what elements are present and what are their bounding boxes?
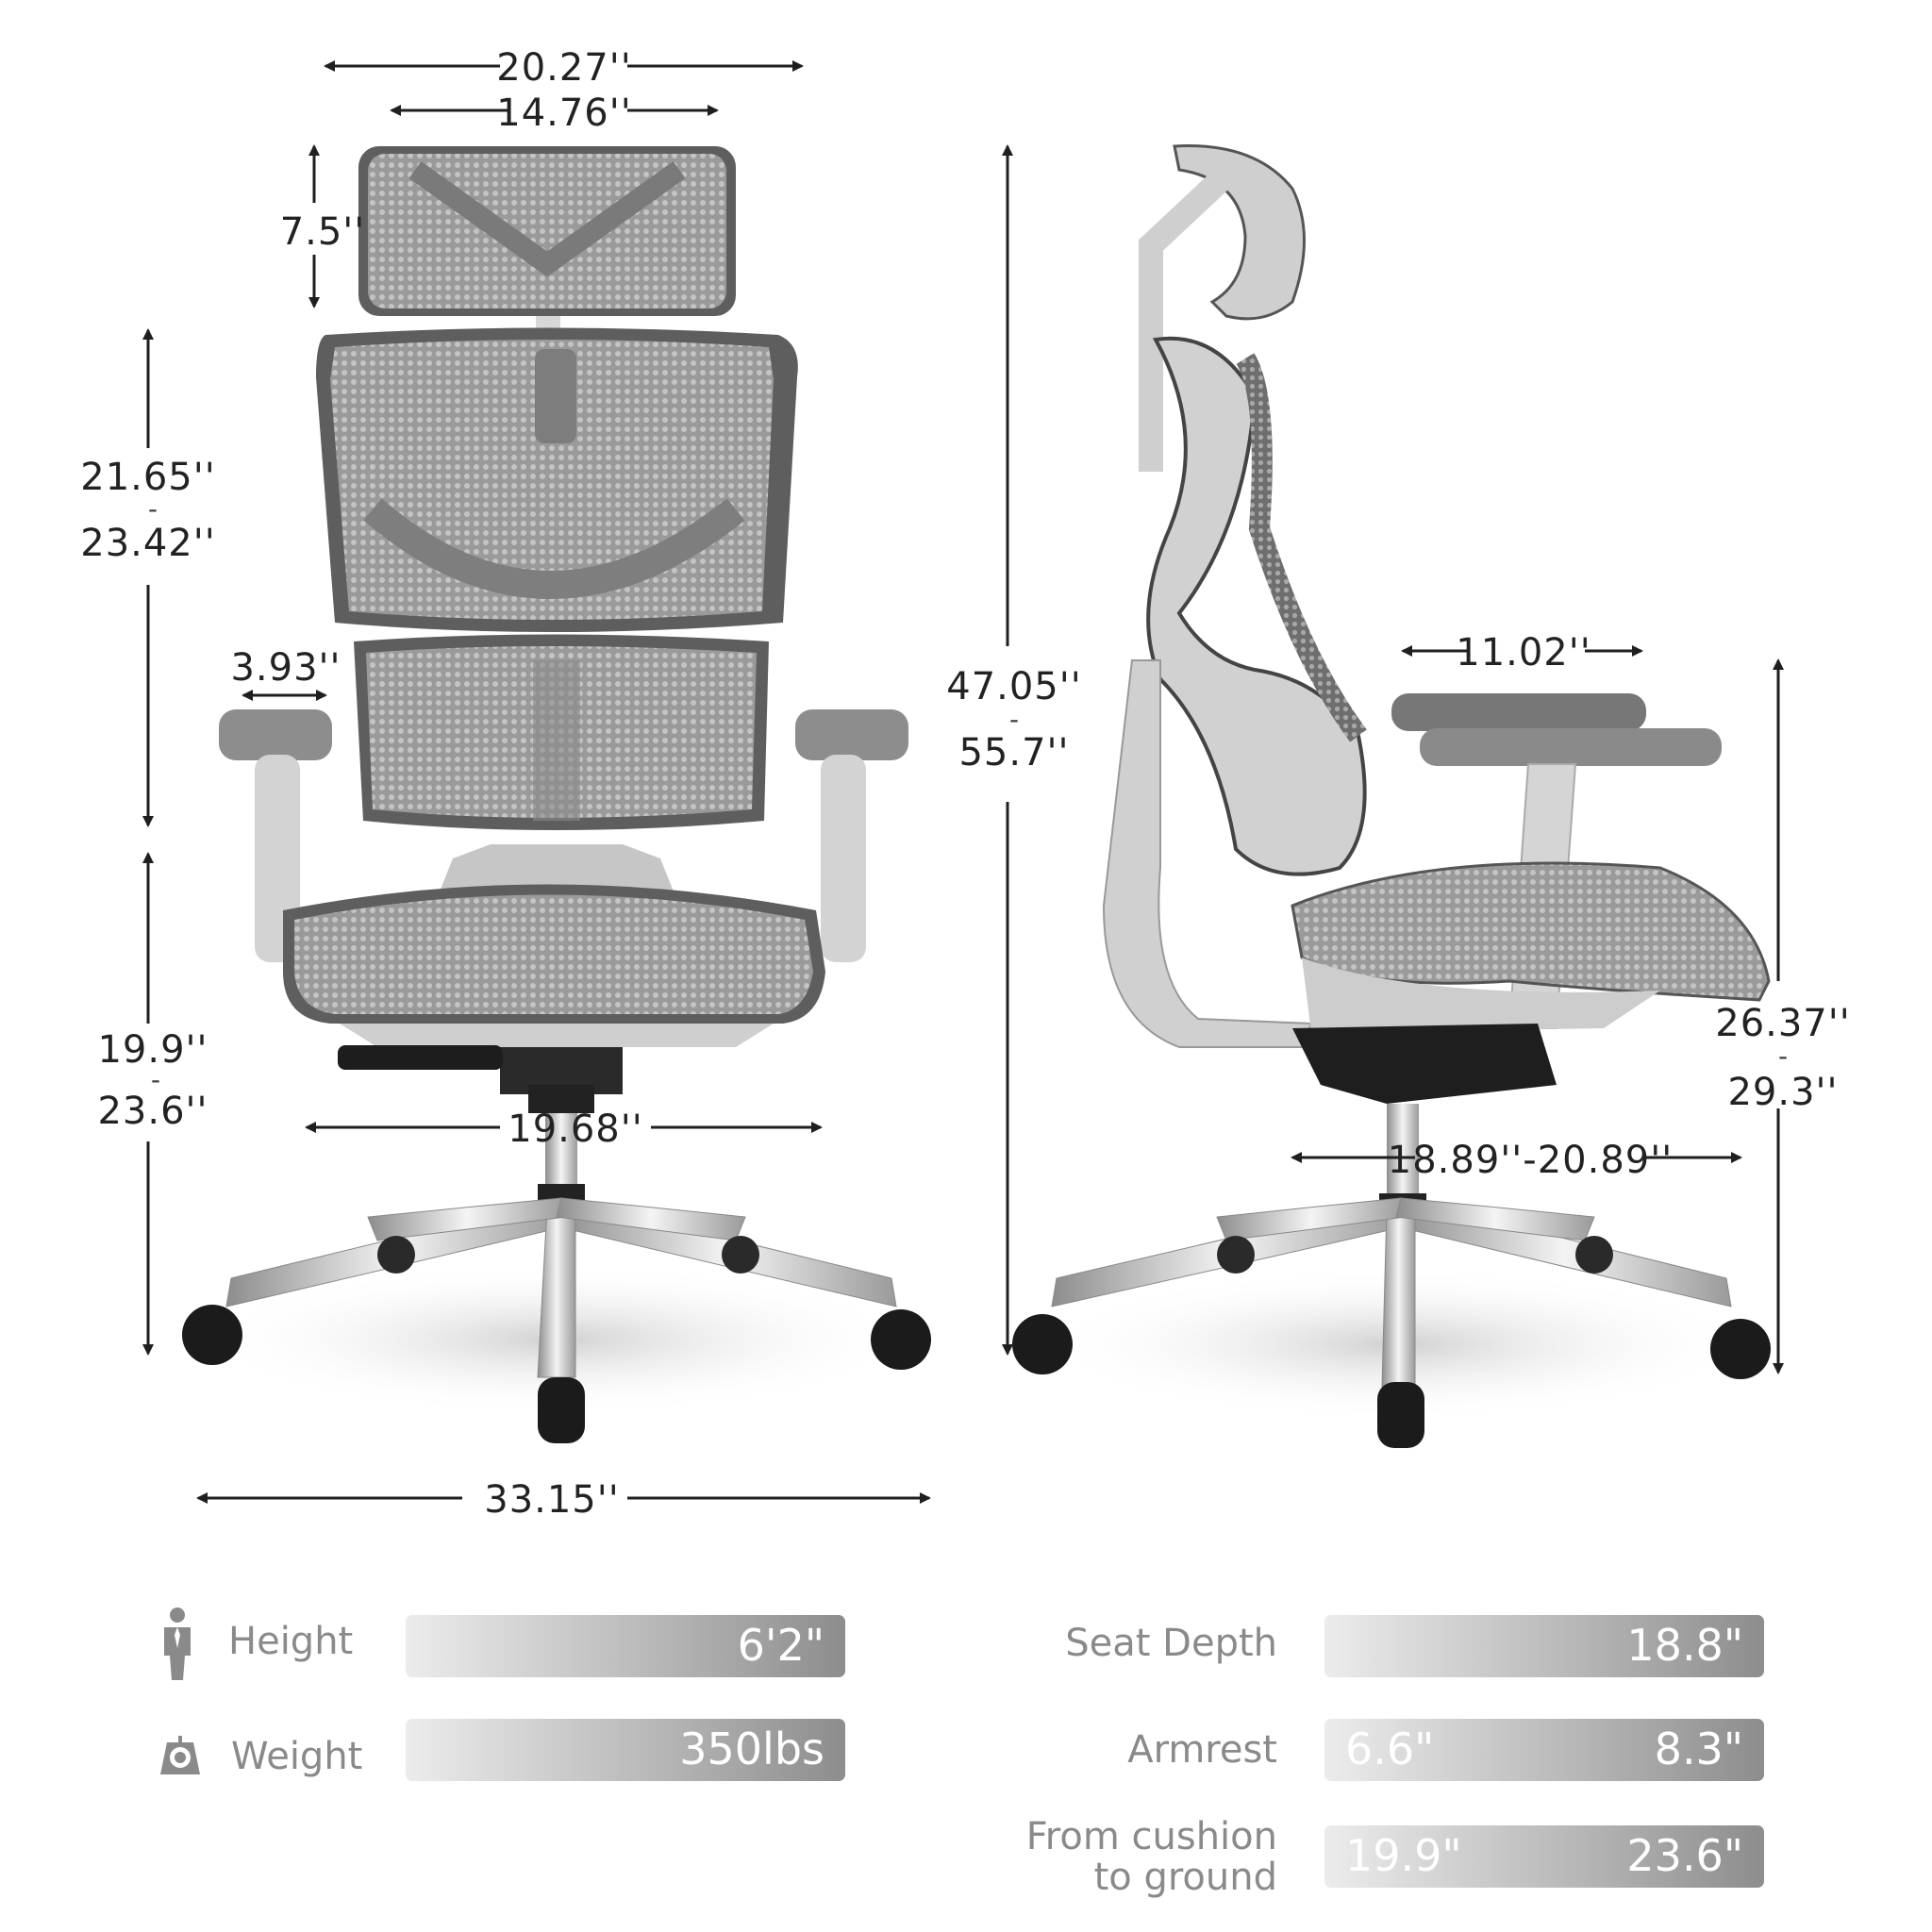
height-spec-value: 6'2" bbox=[737, 1620, 824, 1671]
cushion-spec-label-line2: to ground bbox=[1093, 1856, 1277, 1899]
seat-depth-spec-bar: 18.8" bbox=[1324, 1615, 1764, 1677]
seat-depth-spec-label: Seat Depth bbox=[1065, 1622, 1277, 1665]
weight-spec-label: Weight bbox=[231, 1735, 363, 1778]
headrest-height-label: 7.5'' bbox=[279, 210, 366, 254]
armrest-spec-max: 8.3" bbox=[1654, 1724, 1743, 1774]
height-spec-bar: 6'2" bbox=[406, 1615, 845, 1677]
armrest-spec-label: Armrest bbox=[1127, 1728, 1277, 1772]
weight-spec-value: 350lbs bbox=[679, 1724, 824, 1774]
front-chair-illustration bbox=[182, 146, 931, 1443]
back-height-min-label: 21.65'' bbox=[80, 456, 216, 499]
weight-icon bbox=[160, 1736, 200, 1774]
arm-height-min-label: 26.37'' bbox=[1715, 1002, 1851, 1045]
total-height-min-label: 47.05'' bbox=[946, 665, 1082, 708]
height-spec-label: Height bbox=[228, 1620, 354, 1663]
armrest-width-label: 3.93'' bbox=[230, 646, 341, 690]
arm-height-max-label: 29.3'' bbox=[1727, 1071, 1839, 1114]
total-height-max-label: 55.7'' bbox=[958, 731, 1070, 774]
person-icon bbox=[164, 1607, 191, 1680]
seat-height-max-label: 23.6'' bbox=[97, 1090, 208, 1133]
back-height-separator: - bbox=[148, 493, 158, 525]
total-height-separator: - bbox=[1009, 704, 1019, 735]
side-chair-illustration bbox=[1012, 144, 1771, 1448]
cushion-spec-max: 23.6" bbox=[1626, 1830, 1743, 1881]
armrest-length-label: 11.02'' bbox=[1456, 631, 1591, 675]
cushion-spec-label-line1: From cushion bbox=[1025, 1815, 1277, 1858]
arm-height-separator: - bbox=[1778, 1041, 1788, 1072]
back-height-max-label: 23.42'' bbox=[80, 522, 216, 565]
cushion-spec-min: 19.9" bbox=[1345, 1830, 1462, 1881]
seat-width-label: 19.68'' bbox=[508, 1108, 643, 1151]
front-width-headrest-label: 14.76'' bbox=[496, 92, 632, 135]
depth-range-label: 18.89''-20.89'' bbox=[1387, 1139, 1674, 1182]
cushion-spec-bar: 19.9" 23.6" bbox=[1324, 1825, 1764, 1888]
seat-depth-spec-value: 18.8" bbox=[1626, 1620, 1743, 1671]
seat-height-separator: - bbox=[151, 1064, 160, 1095]
base-width-label: 33.15'' bbox=[484, 1478, 620, 1522]
seat-height-min-label: 19.9'' bbox=[97, 1028, 208, 1072]
armrest-spec-bar: 6.6" 8.3" bbox=[1324, 1719, 1764, 1781]
dimension-arrows bbox=[142, 60, 1784, 1504]
weight-spec-bar: 350lbs bbox=[406, 1719, 845, 1781]
front-width-outer-label: 20.27'' bbox=[496, 46, 632, 90]
armrest-spec-min: 6.6" bbox=[1345, 1724, 1435, 1774]
